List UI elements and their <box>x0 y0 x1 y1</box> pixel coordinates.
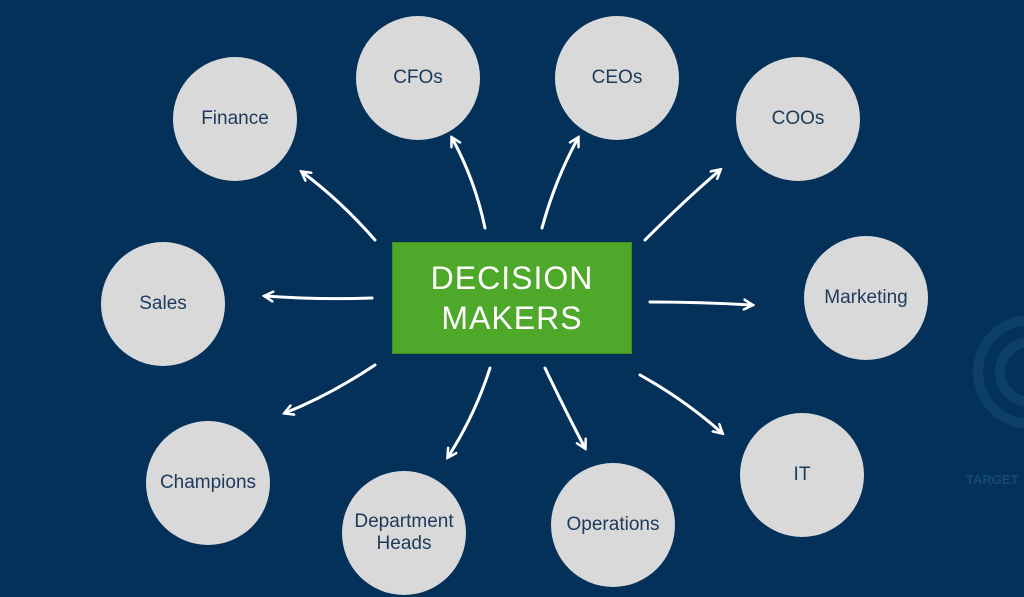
node-label: IT <box>793 464 811 485</box>
arrow-finance <box>302 172 377 242</box>
node-label: CEOs <box>591 67 643 88</box>
arrow-it <box>638 373 722 433</box>
node-ceos: CEOs <box>555 16 679 140</box>
target-watermark-text: TARGET <box>966 472 1019 487</box>
node-label: COOs <box>771 108 825 129</box>
node-marketing: Marketing <box>804 236 928 360</box>
node-coos: COOs <box>736 57 860 181</box>
node-sales: Sales <box>101 242 225 366</box>
arrow-coos <box>643 170 720 242</box>
center-title-line2: MAKERS <box>441 300 583 336</box>
node-it: IT <box>740 413 864 537</box>
arrow-ceos <box>540 138 578 230</box>
node-label: Sales <box>139 293 187 314</box>
center-title-line1: DECISION <box>430 260 594 296</box>
arrow-sales <box>265 296 374 299</box>
node-champions: Champions <box>146 421 270 545</box>
arrow-marketing <box>648 302 752 305</box>
node-label: Finance <box>201 108 269 129</box>
arrow-operations <box>543 366 585 448</box>
arrow-department-heads <box>448 366 492 457</box>
node-finance: Finance <box>173 57 297 181</box>
target-icon <box>973 315 1024 429</box>
node-label: Heads <box>376 533 432 554</box>
arrow-champions <box>285 363 377 413</box>
arrow-cfos <box>452 138 487 230</box>
node-label: Marketing <box>824 287 908 308</box>
node-label: CFOs <box>393 67 443 88</box>
decision-makers-box: DECISION MAKERS <box>392 242 632 354</box>
node-label: Champions <box>159 472 257 493</box>
node-operations: Operations <box>551 463 675 587</box>
node-label: Operations <box>566 514 660 535</box>
node-cfos: CFOs <box>356 16 480 140</box>
node-label: Department <box>354 511 454 532</box>
